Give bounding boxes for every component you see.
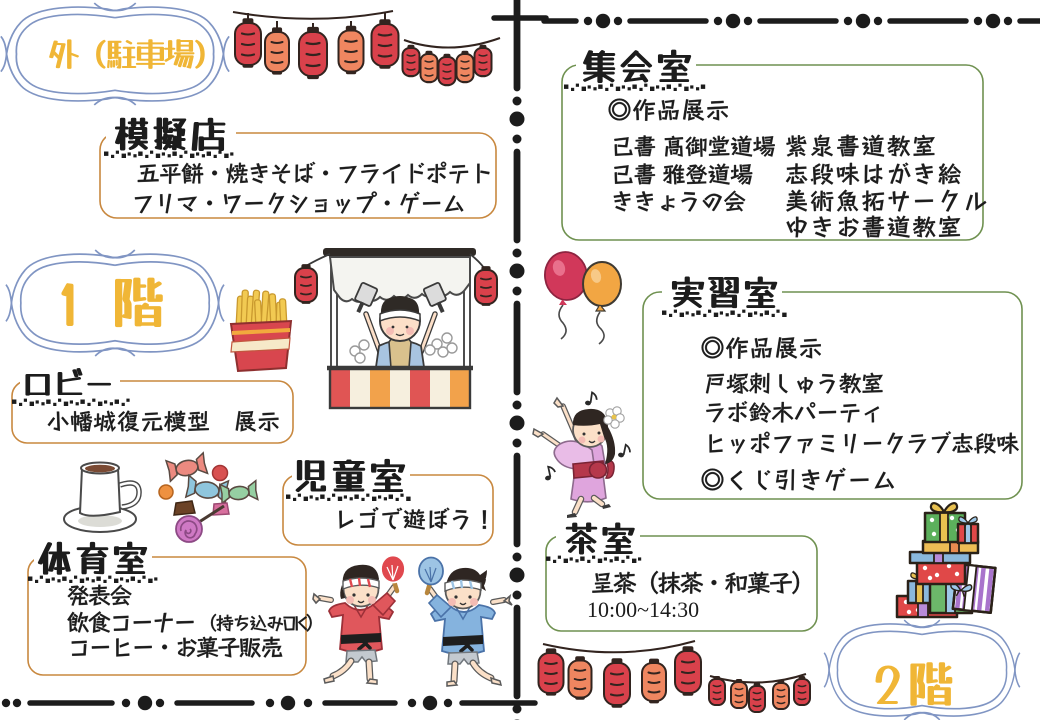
svg-text:10:00~14:30: 10:00~14:30: [587, 597, 699, 622]
